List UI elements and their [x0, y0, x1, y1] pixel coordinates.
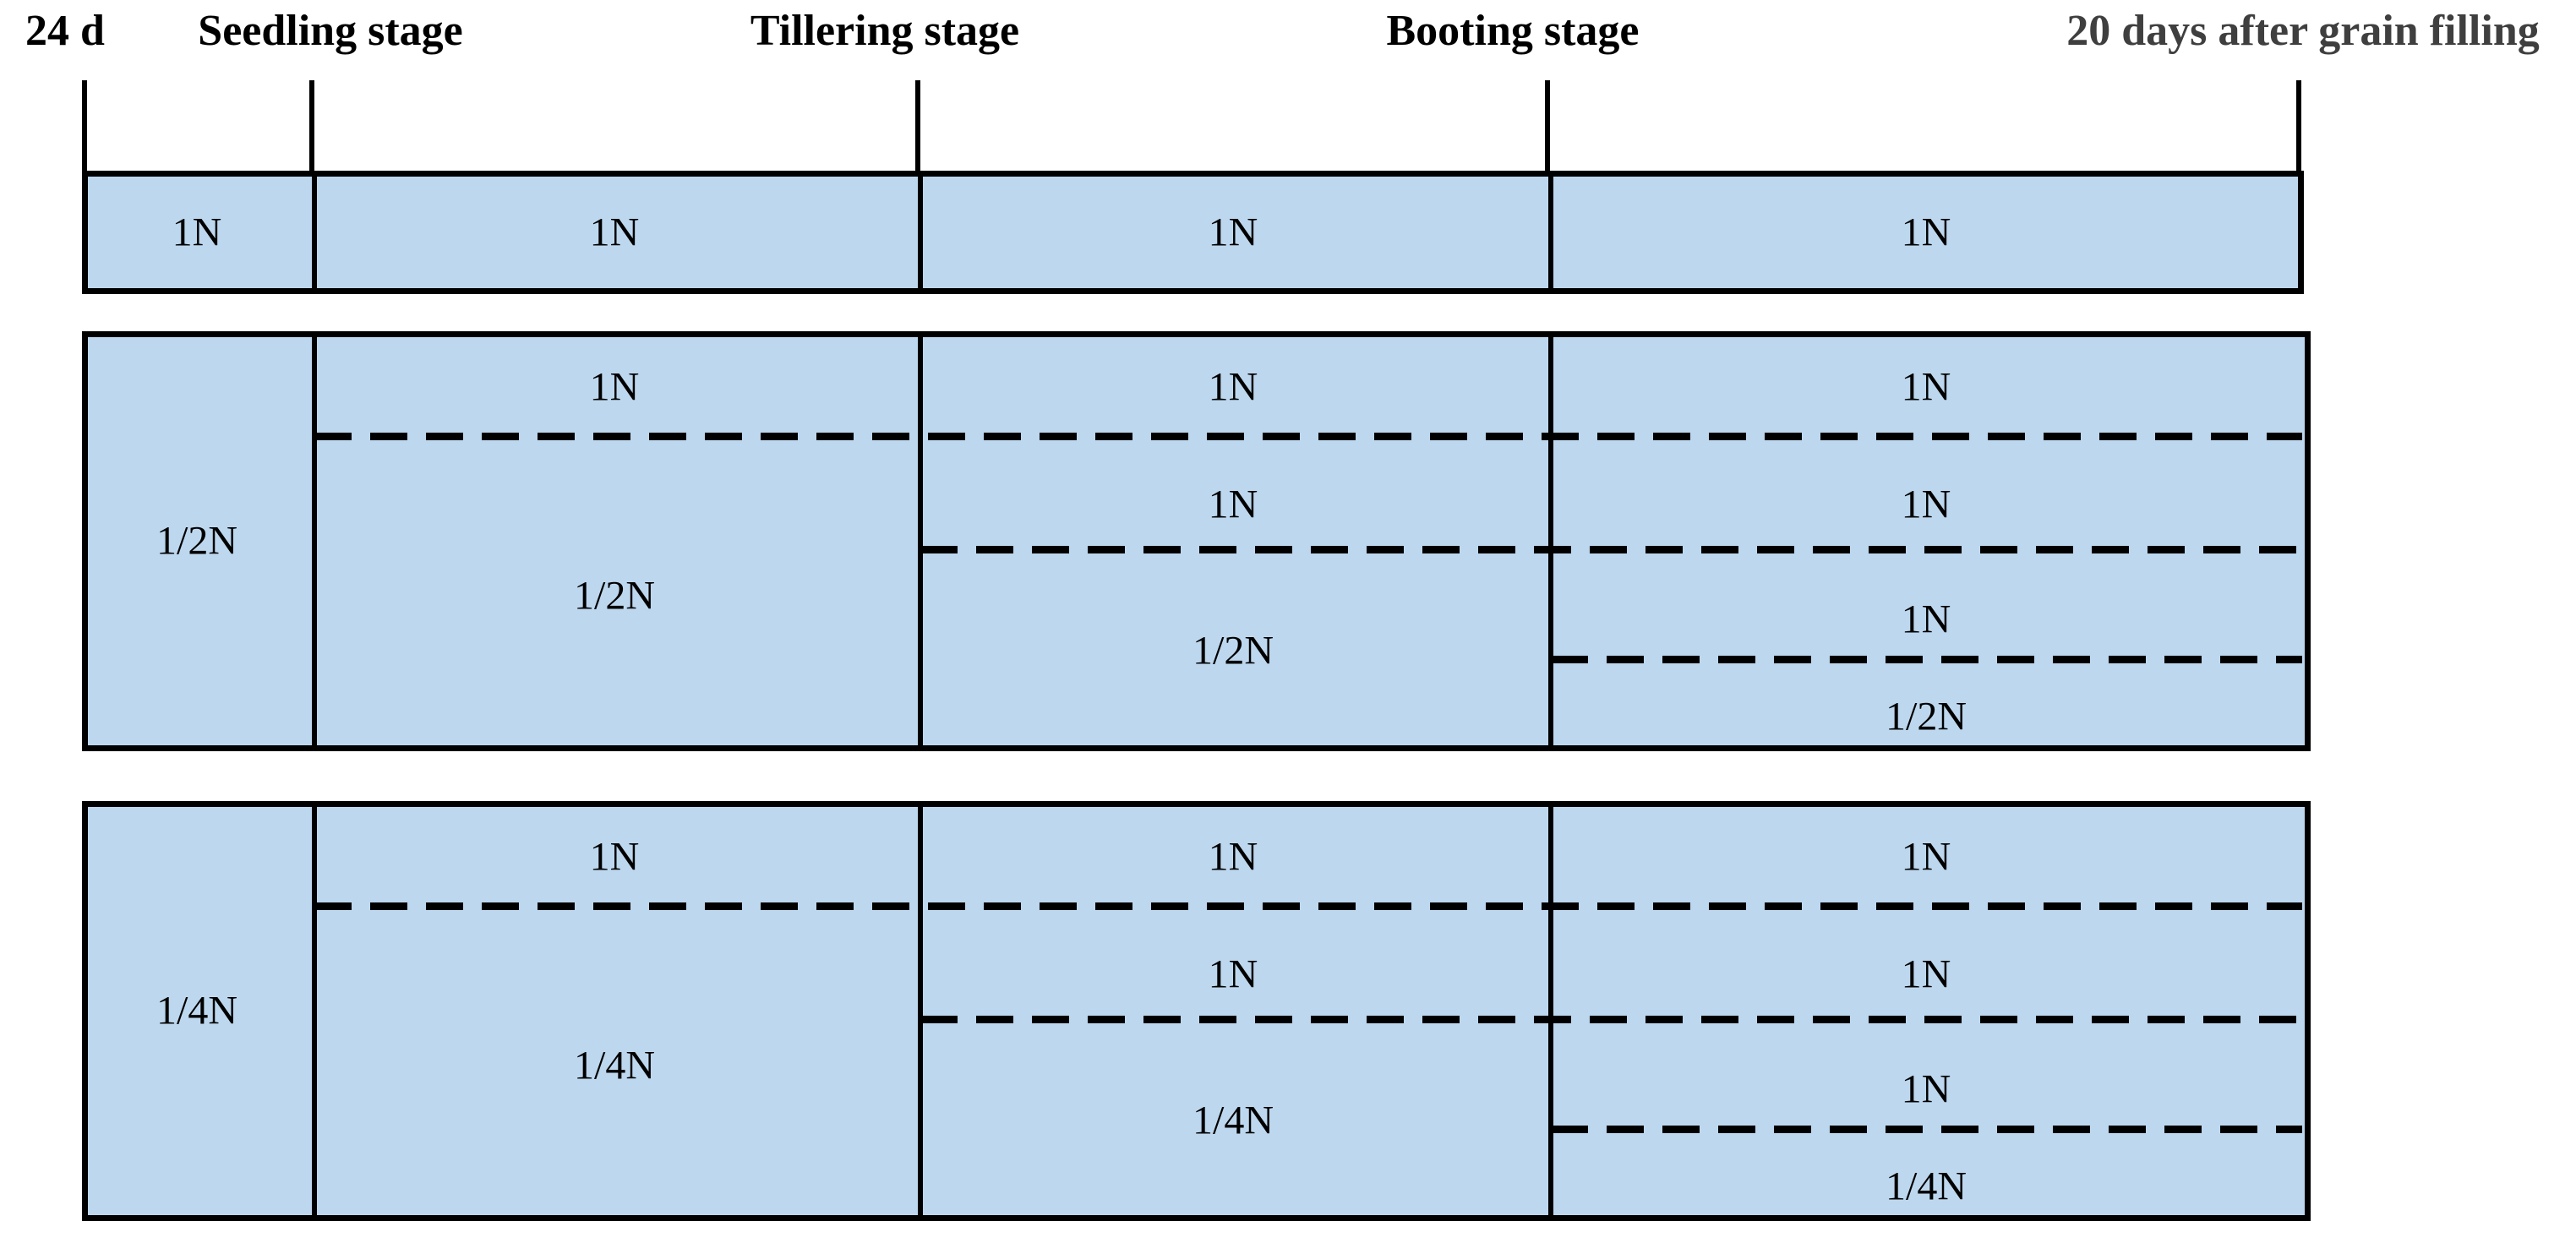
bar3-seg3-label-1: 1N: [1208, 834, 1258, 880]
timeline-label-seedling: Seedling stage: [198, 7, 463, 55]
dashed-divider: [314, 902, 2302, 910]
timeline-label-booting: Booting stage: [1386, 7, 1640, 55]
bar2-seg3-label-2: 1N: [1208, 482, 1258, 527]
bar3-seg4-label-1: 1N: [1901, 834, 1951, 880]
stage-divider: [918, 331, 923, 751]
stage-divider: [312, 801, 317, 1221]
bar2-seg4-label-2: 1N: [1901, 482, 1951, 527]
tick-tillering: [915, 80, 920, 172]
dashed-divider: [314, 433, 2302, 440]
dashed-divider: [1551, 656, 2302, 663]
bar3-seg4-label-3: 1N: [1901, 1066, 1951, 1112]
bar1-seg2-label: 1N: [589, 210, 640, 255]
bar3-seg3-label-3: 1/4N: [1192, 1098, 1274, 1143]
stage-divider: [1548, 331, 1553, 751]
tick-seedling: [309, 80, 314, 172]
stage-divider: [918, 171, 923, 294]
dashed-divider: [920, 1016, 2302, 1023]
bar1-seg3-label: 1N: [1208, 210, 1258, 255]
timeline-label-tillering: Tillering stage: [750, 7, 1020, 55]
bar3-seg3-label-2: 1N: [1208, 951, 1258, 997]
bar3-seg1-label: 1/4N: [156, 988, 237, 1033]
bar2-seg3-label-3: 1/2N: [1192, 628, 1274, 673]
bar3-seg4-label-4: 1/4N: [1886, 1164, 1967, 1209]
bar1-seg1-label: 1N: [172, 210, 222, 255]
treatment-bar-quarter-n: [82, 801, 2311, 1221]
stage-divider: [1548, 171, 1553, 294]
dashed-divider: [920, 546, 2302, 553]
stage-divider: [312, 331, 317, 751]
stage-divider: [1548, 801, 1553, 1221]
bar3-seg2-label-2: 1/4N: [574, 1043, 655, 1088]
bar2-seg4-label-4: 1/2N: [1886, 694, 1967, 739]
timeline-label-grain-filling: 20 days after grain filling: [2066, 7, 2540, 55]
tick-grain-filling: [2296, 80, 2301, 172]
bar2-seg1-label: 1/2N: [156, 518, 237, 564]
tick-booting: [1545, 80, 1550, 172]
bar2-seg3-label-1: 1N: [1208, 364, 1258, 410]
treatment-bar-half-n: [82, 331, 2311, 751]
tick-24d: [82, 80, 87, 172]
treatment-bar-1n: [82, 171, 2304, 294]
bar3-seg4-label-2: 1N: [1901, 951, 1951, 997]
stage-divider: [918, 801, 923, 1221]
stage-divider: [312, 171, 317, 294]
bar3-seg2-label-1: 1N: [589, 834, 640, 880]
bar2-seg4-label-1: 1N: [1901, 364, 1951, 410]
bar2-seg2-label-2: 1/2N: [574, 573, 655, 619]
dashed-divider: [1551, 1126, 2302, 1133]
bar2-seg4-label-3: 1N: [1901, 597, 1951, 642]
bar1-seg4-label: 1N: [1901, 210, 1951, 255]
timeline-label-24d: 24 d: [25, 7, 105, 55]
bar2-seg2-label-1: 1N: [589, 364, 640, 410]
